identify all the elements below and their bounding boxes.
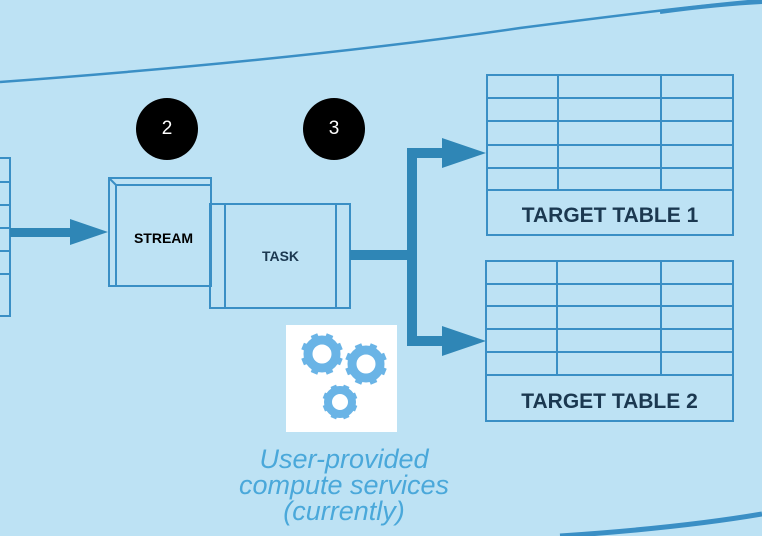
task-label: TASK (261, 248, 300, 264)
gear-tooth (367, 374, 378, 385)
gear-tooth (341, 384, 350, 394)
gear-tooth (322, 403, 332, 412)
gear-tooth (345, 352, 356, 363)
target-table-1 (486, 74, 734, 236)
gear-tooth (332, 342, 343, 353)
gear-tooth (322, 392, 332, 401)
step-3-number: 3 (328, 118, 340, 139)
branch-connector (350, 138, 486, 356)
stream-label: STREAM (133, 230, 194, 246)
gear-tooth (301, 355, 312, 366)
gear-tooth (332, 355, 343, 366)
gear-tooth (341, 410, 350, 420)
gear-right-icon (345, 343, 387, 385)
step-2-circle (136, 98, 198, 160)
gear-tooth (310, 333, 321, 344)
gear-tooth (354, 374, 365, 385)
gear-large-left-icon (301, 333, 343, 375)
target-table-2-label: TARGET TABLE 2 (521, 390, 698, 413)
target-table-2 (485, 260, 734, 422)
arrow-to-stream (10, 219, 108, 245)
gear-tooth (354, 343, 365, 354)
gear-tooth (376, 352, 387, 363)
gear-bottom-icon (322, 384, 358, 420)
gear-tooth (348, 403, 358, 412)
gears-icon (286, 325, 397, 432)
caption-line-2: compute services (238, 470, 450, 500)
gear-tooth (376, 365, 387, 376)
gear-tooth (367, 343, 378, 354)
step-2-number: 2 (161, 118, 173, 139)
gear-tooth (310, 364, 321, 375)
gear-tooth (330, 384, 339, 394)
caption-line-3: (currently) (283, 496, 405, 526)
gear-tooth (323, 364, 334, 375)
region-top-right-edge (659, 0, 762, 14)
gear-tooth (323, 333, 334, 344)
region-bottom-boundary (559, 511, 762, 536)
step-3-circle (303, 98, 365, 160)
compute-services-caption: User-provided compute services (currentl… (210, 444, 478, 526)
target-table-1-label: TARGET TABLE 1 (521, 204, 699, 227)
caption-line-1: User-provided (259, 444, 429, 474)
gear-tooth (330, 410, 339, 420)
gear-tooth (345, 365, 356, 376)
gear-tooth (301, 342, 312, 353)
gear-tooth (348, 392, 358, 401)
